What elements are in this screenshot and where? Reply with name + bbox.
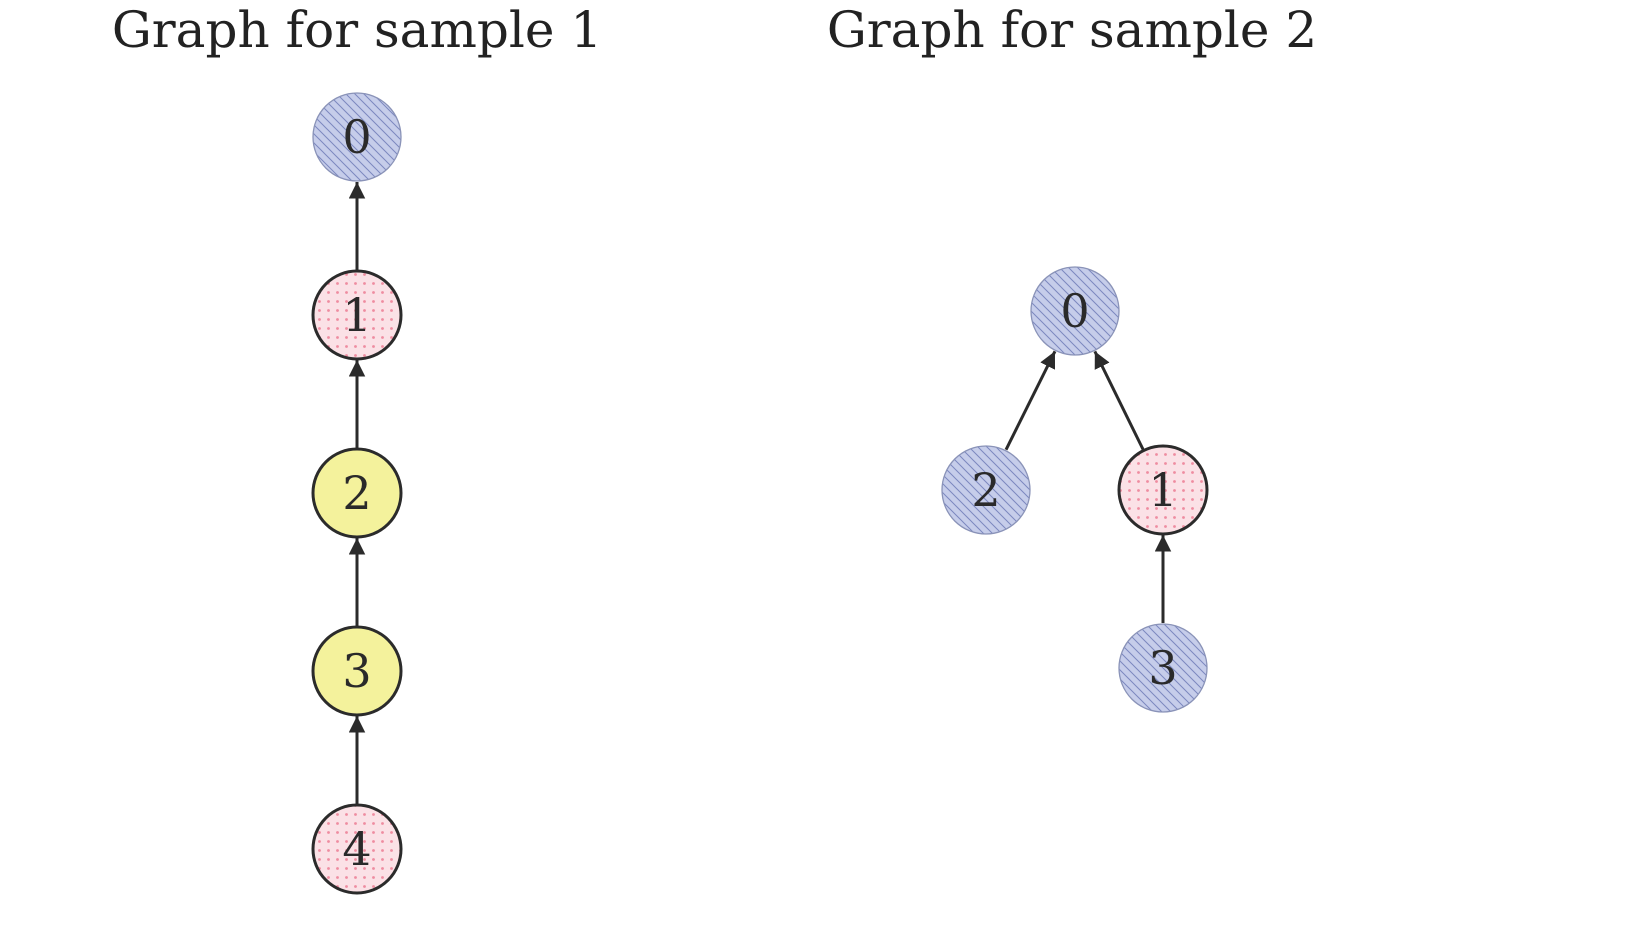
node-label: 0 [1060, 284, 1089, 338]
graph-node: 1 [311, 269, 403, 361]
graph-sample-2: Graph for sample 2 0 2 1 3 [827, 1, 1317, 713]
node-label: 2 [342, 466, 371, 520]
graph-node: 1 [1117, 444, 1209, 536]
graph-node: 2 [941, 445, 1031, 535]
graph-title: Graph for sample 2 [827, 1, 1317, 59]
node-circle [312, 92, 402, 182]
node-label: 1 [342, 288, 371, 342]
edge-arrow [1093, 350, 1145, 451]
edge-arrow [1004, 350, 1057, 451]
graph-title: Graph for sample 1 [112, 1, 602, 59]
node-circle [1118, 623, 1208, 713]
graph-node: 0 [312, 92, 402, 182]
graph-node: 0 [1030, 266, 1120, 356]
graph-nodes: 0 2 1 3 [941, 266, 1209, 713]
graph-node: 2 [311, 447, 403, 539]
node-circle [1030, 266, 1120, 356]
node-circle [311, 803, 403, 895]
graph-sample-1: Graph for sample 1 0 1 2 3 4 [112, 1, 602, 895]
node-label: 2 [971, 463, 1000, 517]
node-circle [311, 269, 403, 361]
node-label: 0 [342, 110, 371, 164]
node-label: 1 [1148, 463, 1177, 517]
node-label: 3 [1148, 641, 1177, 695]
graph-nodes: 0 1 2 3 4 [311, 92, 403, 895]
node-circle [1117, 444, 1209, 536]
graph-edges [1004, 350, 1172, 623]
graph-node: 4 [311, 803, 403, 895]
node-circle [311, 447, 403, 539]
node-circle [941, 445, 1031, 535]
graph-node: 3 [311, 625, 403, 717]
node-circle [311, 625, 403, 717]
graph-node: 3 [1118, 623, 1208, 713]
node-label: 3 [342, 644, 371, 698]
node-label: 4 [342, 822, 371, 876]
